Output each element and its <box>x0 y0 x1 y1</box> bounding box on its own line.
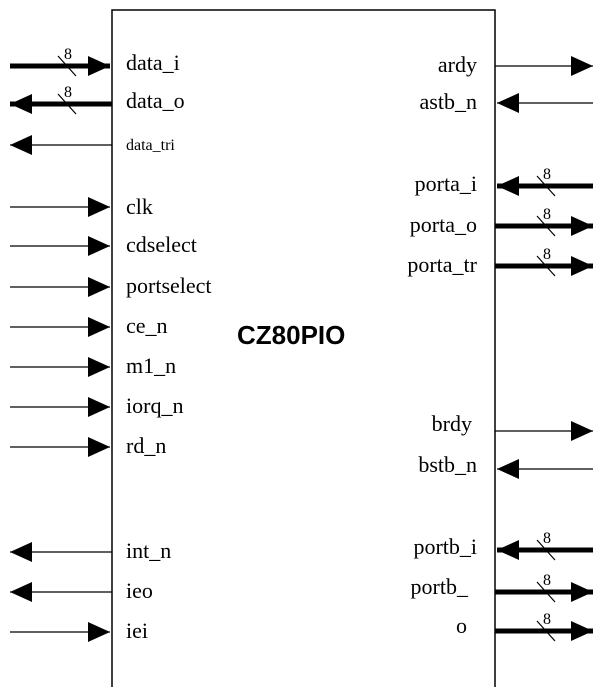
pin-int-n: int_n <box>10 538 171 563</box>
bus-slash-portb-o <box>536 581 556 603</box>
pin-label-ieo: ieo <box>126 578 153 603</box>
pin-ce-n: ce_n <box>10 313 168 338</box>
pin-portselect: portselect <box>10 273 212 298</box>
pin-label-porta-tr: porta_tr <box>407 252 477 277</box>
bus-width-porta-i: 8 <box>543 166 551 183</box>
pin-label-int-n: int_n <box>126 538 171 563</box>
bus-slash-data-i <box>57 55 77 77</box>
pin-label-portselect: portselect <box>126 273 212 298</box>
pin-portb-tr: 8 o <box>456 611 593 642</box>
pin-label-portb-o-line1: portb_ <box>411 574 469 599</box>
pin-label-cdselect: cdselect <box>126 232 197 257</box>
pin-clk: clk <box>10 194 153 219</box>
pin-porta-o: 8 porta_o <box>410 206 593 237</box>
pin-porta-i: 8 porta_i <box>415 166 593 197</box>
bus-slash-data-o <box>57 93 77 115</box>
pin-ieo: ieo <box>10 578 153 603</box>
pin-label-data-tri: data_tri <box>126 137 175 154</box>
pin-portb-o: 8 portb_ <box>411 572 593 603</box>
pin-rd-n: rd_n <box>10 433 166 458</box>
pin-label-porta-i: porta_i <box>415 171 477 196</box>
pin-iorq-n: iorq_n <box>10 393 183 418</box>
pin-label-iei: iei <box>126 618 148 643</box>
bus-slash-portb-tr <box>536 620 556 642</box>
bus-slash-portb-i <box>536 539 556 561</box>
bus-width-portb-o: 8 <box>543 572 551 589</box>
pin-ardy: ardy <box>438 52 593 77</box>
bus-width-portb-tr: 8 <box>543 611 551 628</box>
bus-width-porta-tr: 8 <box>543 246 551 263</box>
pin-astb-n: astb_n <box>420 89 593 114</box>
pin-label-portb-o-line2: o <box>456 613 467 638</box>
pin-data-i: 8 data_i <box>10 46 180 77</box>
pin-label-brdy: brdy <box>432 411 472 436</box>
bus-slash-porta-tr <box>536 255 556 277</box>
pin-label-ardy: ardy <box>438 52 477 77</box>
bus-slash-porta-o <box>536 215 556 237</box>
pin-label-rd-n: rd_n <box>126 433 166 458</box>
bus-width-data-i: 8 <box>64 46 72 63</box>
pin-label-porta-o: porta_o <box>410 212 477 237</box>
bus-width-portb-i: 8 <box>543 530 551 547</box>
pin-label-m1-n: m1_n <box>126 353 176 378</box>
pin-cdselect: cdselect <box>10 232 197 257</box>
block-title: CZ80PIO <box>237 320 345 350</box>
pin-label-data-o: data_o <box>126 88 185 113</box>
pin-m1-n: m1_n <box>10 353 176 378</box>
pin-iei: iei <box>10 618 148 643</box>
pin-label-iorq-n: iorq_n <box>126 393 183 418</box>
pin-portb-i: 8 portb_i <box>413 530 593 561</box>
bus-slash-porta-i <box>536 175 556 197</box>
pin-label-data-i: data_i <box>126 50 180 75</box>
pin-label-ce-n: ce_n <box>126 313 168 338</box>
bus-width-porta-o: 8 <box>543 206 551 223</box>
pin-porta-tr: 8 porta_tr <box>407 246 593 277</box>
pin-label-bstb-n: bstb_n <box>418 452 477 477</box>
pin-data-tri: data_tri <box>10 135 175 155</box>
pin-label-portb-i: portb_i <box>413 534 477 559</box>
bus-width-data-o: 8 <box>64 84 72 101</box>
pin-data-o: 8 data_o <box>10 84 185 115</box>
pin-bstb-n: bstb_n <box>418 452 593 479</box>
pin-label-astb-n: astb_n <box>420 89 477 114</box>
pin-brdy: brdy <box>432 411 593 441</box>
pin-label-clk: clk <box>126 194 153 219</box>
pio-block <box>111 9 496 687</box>
